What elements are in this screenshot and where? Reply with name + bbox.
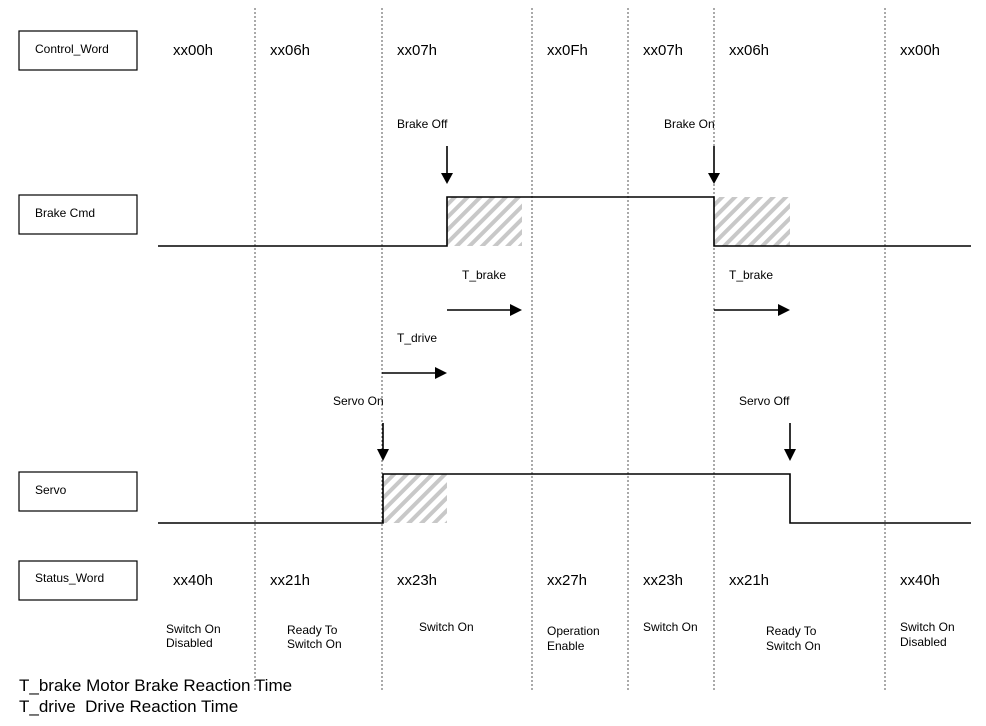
status-word-box <box>18 560 138 601</box>
brake-off-arrowhead <box>441 173 453 184</box>
status-codes: xx40h xx21h xx23h xx27h xx23h xx21h xx40… <box>173 572 940 589</box>
t-drive-arrowhead <box>435 367 447 379</box>
status-code: xx21h <box>729 572 769 589</box>
status-code: xx23h <box>397 572 437 589</box>
control-word-box <box>18 30 138 71</box>
control-code: xx06h <box>270 42 310 59</box>
status-code: xx27h <box>547 572 587 589</box>
signal-boxes <box>18 30 138 601</box>
state-name-line: Switch On <box>287 637 342 651</box>
status-word-label: Status_Word <box>35 571 104 585</box>
control-code: xx0Fh <box>547 42 588 59</box>
servo-waveform <box>158 473 971 524</box>
control-code: xx07h <box>397 42 437 59</box>
state-name-line: Ready To <box>287 623 338 637</box>
state-name-line: Disabled <box>166 636 213 650</box>
servo-on-label: Servo On <box>333 394 384 408</box>
brake-cmd-label: Brake Cmd <box>35 206 95 220</box>
servo-off-arrowhead <box>784 449 796 461</box>
brake-release-hatch <box>447 197 522 246</box>
state-name-line: Operation <box>547 624 600 638</box>
control-code: xx00h <box>173 42 213 59</box>
control-word-label: Control_Word <box>35 42 109 56</box>
brake-cmd-waveform <box>158 196 971 247</box>
state-name-line: Disabled <box>900 635 947 649</box>
servo-off-label: Servo Off <box>739 394 790 408</box>
servo-box <box>18 471 138 512</box>
status-code: xx40h <box>900 572 940 589</box>
brake-off-label: Brake Off <box>397 117 448 131</box>
t-brake-label: T_brake <box>729 268 773 282</box>
status-code: xx23h <box>643 572 683 589</box>
t-brake-arrowhead <box>510 304 522 316</box>
t-drive-label: T_drive <box>397 331 437 345</box>
t-brake-arrowhead <box>778 304 790 316</box>
status-code: xx21h <box>270 572 310 589</box>
legend-line-t-brake: T_brake Motor Brake Reaction Time <box>19 676 292 695</box>
status-code: xx40h <box>173 572 213 589</box>
t-brake-label: T_brake <box>462 268 506 282</box>
state-name-line: Switch On <box>643 620 698 634</box>
state-name-line: Switch On <box>900 620 955 634</box>
state-name-line: Enable <box>547 639 585 653</box>
state-name-line: Switch On <box>419 620 474 634</box>
control-code: xx00h <box>900 42 940 59</box>
legend-line-t-drive: T_drive Drive Reaction Time <box>19 697 238 716</box>
brake-on-label: Brake On <box>664 117 715 131</box>
control-code: xx07h <box>643 42 683 59</box>
brake-engage-hatch <box>714 197 790 246</box>
servo-label: Servo <box>35 483 67 497</box>
state-name-line: Switch On <box>166 622 221 636</box>
phase-dividers <box>254 8 886 690</box>
control-codes: xx00h xx06h xx07h xx0Fh xx07h xx06h xx00… <box>173 42 940 59</box>
state-name-line: Switch On <box>766 639 821 653</box>
control-code: xx06h <box>729 42 769 59</box>
state-names: Switch On Disabled Ready To Switch On Sw… <box>166 620 955 653</box>
brake-on-arrowhead <box>708 173 720 184</box>
state-name-line: Ready To <box>766 624 817 638</box>
brake-cmd-box <box>18 194 138 235</box>
servo-on-arrowhead <box>377 449 389 461</box>
servo-on-hatch <box>383 474 447 523</box>
